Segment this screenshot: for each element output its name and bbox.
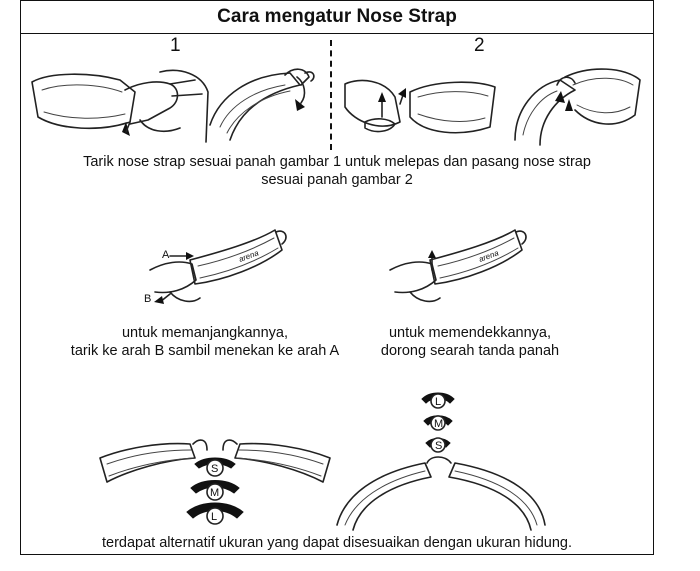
- size-badge-m-left: M: [210, 487, 219, 499]
- brand-logo-left: arena: [238, 248, 261, 264]
- step-number-2: 2: [474, 35, 485, 56]
- label-b: B: [144, 293, 151, 305]
- caption-lengthen-line2: tarik ke arah B sambil menekan ke arah A: [70, 343, 340, 359]
- illustration-shorten-strap: arena: [389, 229, 527, 303]
- brand-logo-right: arena: [478, 248, 501, 264]
- step-divider: [330, 40, 332, 150]
- caption-remove-line1: Tarik nose strap sesuai panah gambar 1 u…: [83, 154, 591, 170]
- size-badge-s-left: S: [211, 463, 218, 475]
- step-number-1: 1: [170, 35, 181, 56]
- size-badge-s-right: S: [435, 440, 442, 452]
- illustration-size-options-right: L M S: [336, 392, 546, 531]
- illustration-remove-strap-side: [209, 68, 315, 141]
- page-title: Cara mengatur Nose Strap: [20, 0, 654, 34]
- caption-sizes: terdapat alternatif ukuran yang dapat di…: [102, 535, 572, 551]
- illustration-size-options-left: S M L: [99, 439, 331, 525]
- caption-lengthen-line1: untuk memanjangkannya,: [121, 325, 289, 341]
- illustration-strap-attached: [514, 68, 641, 146]
- caption-shorten-line2: dorong searah tanda panah: [380, 343, 560, 359]
- caption-shorten-line1: untuk memendekkannya,: [388, 325, 551, 341]
- illustration-lengthen-strap: A B arena: [144, 229, 287, 305]
- size-badge-l-right: L: [435, 396, 441, 408]
- caption-remove-line2: sesuai panah gambar 2: [261, 172, 413, 188]
- size-badge-m-right: M: [434, 418, 443, 430]
- size-badge-l-left: L: [211, 511, 217, 523]
- illustration-insert-strap: [344, 79, 496, 134]
- instruction-frame: [20, 0, 654, 555]
- label-a: A: [162, 249, 170, 261]
- illustration-remove-strap-hand: [31, 69, 209, 143]
